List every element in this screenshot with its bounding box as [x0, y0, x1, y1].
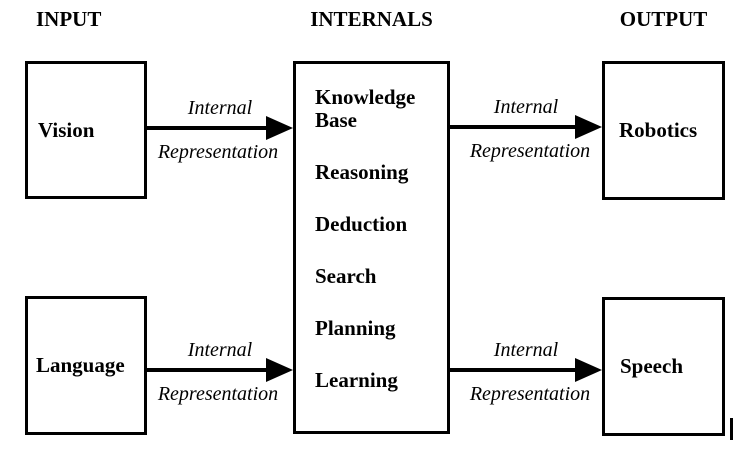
internals-item-reasoning: Reasoning — [315, 160, 409, 184]
vision-to-internals-arrow — [147, 126, 269, 130]
internals-to-robotics-arrowhead-icon — [575, 115, 602, 139]
language-box-label: Language — [36, 353, 125, 377]
internals-to-robotics-arrow — [450, 125, 578, 129]
speech-arrow-label-line2: Representation — [469, 383, 591, 405]
internals-item-deduction: Deduction — [315, 212, 408, 236]
vision-arrow-label-line1: Internal — [187, 97, 253, 119]
internals-to-speech-arrow — [450, 368, 578, 372]
language-to-internals-arrowhead-icon — [266, 358, 293, 382]
language-box: Language — [25, 296, 147, 435]
internals-item-planning: Planning — [315, 316, 396, 340]
internals-box: Knowledge Base Reasoning Deduction Searc… — [293, 61, 450, 434]
language-arrow-label-line2: Representation — [157, 383, 279, 405]
vision-to-internals-arrowhead-icon — [266, 116, 293, 140]
speech-box: Speech — [602, 297, 725, 436]
vision-box-label: Vision — [38, 117, 95, 142]
speech-box-label: Speech — [620, 354, 683, 378]
vision-box: Vision — [25, 61, 147, 199]
output-column-header: OUTPUT — [619, 7, 708, 31]
robotics-arrow-label-line1: Internal — [493, 96, 559, 118]
input-column-header: INPUT — [36, 7, 102, 31]
robotics-box-label: Robotics — [619, 118, 698, 142]
text-cursor-mark — [730, 418, 733, 440]
robotics-box: Robotics — [602, 61, 725, 200]
internals-item-knowledge-base: Knowledge Base — [315, 85, 416, 132]
vision-arrow-label-line2: Representation — [157, 141, 279, 163]
internals-column-header: INTERNALS — [310, 7, 433, 31]
internals-item-search: Search — [315, 264, 377, 288]
internals-item-learning: Learning — [315, 368, 398, 392]
language-to-internals-arrow — [147, 368, 269, 372]
language-arrow-label-line1: Internal — [187, 339, 253, 361]
robotics-arrow-label-line2: Representation — [469, 140, 591, 162]
speech-arrow-label-line1: Internal — [493, 339, 559, 361]
internals-to-speech-arrowhead-icon — [575, 358, 602, 382]
